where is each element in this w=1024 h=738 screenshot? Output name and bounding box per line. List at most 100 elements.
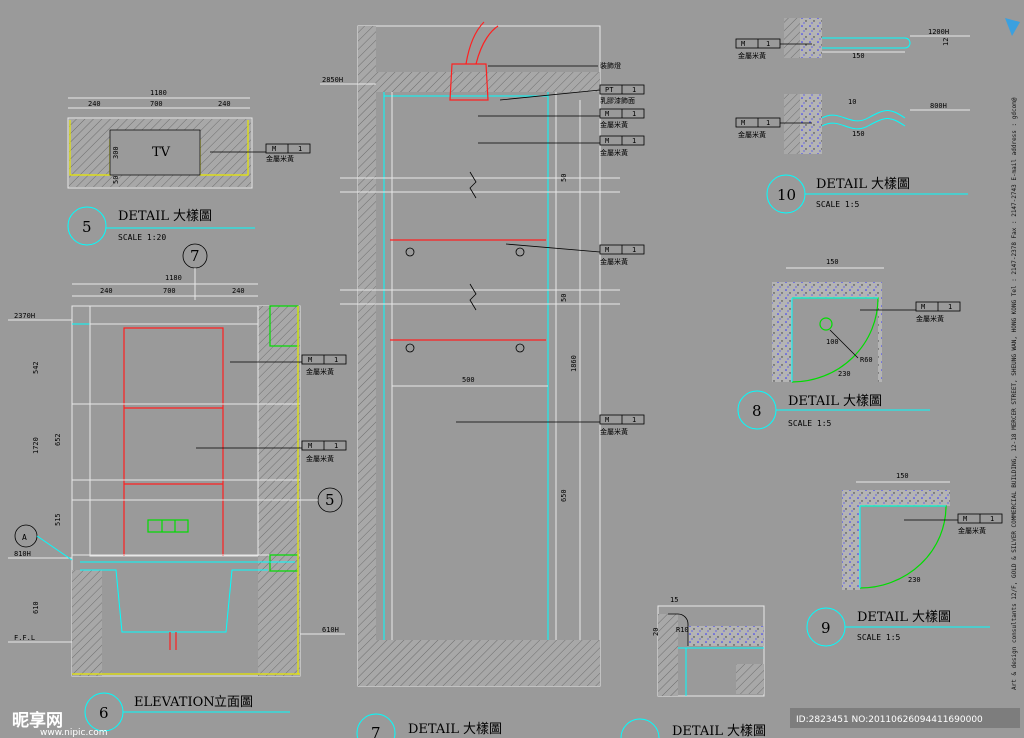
svg-text:15: 15 — [670, 596, 678, 604]
svg-text:150: 150 — [852, 130, 865, 138]
svg-text:610: 610 — [32, 601, 40, 614]
title-strip: Art & design consultants 12/F, GOLD & SI… — [1005, 18, 1020, 690]
svg-text:SCALE 1:5: SCALE 1:5 — [788, 419, 832, 428]
svg-text:50: 50 — [560, 294, 568, 302]
svg-text:652: 652 — [54, 433, 62, 446]
svg-text:7: 7 — [190, 247, 200, 265]
detail-7-section: 2850H 500 1860 650 50 50 裝飾燈 PT 1 乳膠漆飾面 … — [320, 21, 645, 738]
svg-text:10: 10 — [777, 186, 796, 204]
svg-text:DETAIL: DETAIL — [857, 610, 908, 625]
svg-text:9: 9 — [821, 619, 831, 637]
svg-text:230: 230 — [838, 370, 851, 378]
svg-text:240: 240 — [100, 287, 113, 295]
svg-text:PT: PT — [605, 86, 614, 94]
detail-r10: 15 R10 20 DETAIL 大樣圖 — [620, 596, 766, 738]
svg-text:1720: 1720 — [32, 437, 40, 454]
svg-text:M: M — [605, 246, 609, 254]
svg-text:立面圖: 立面圖 — [214, 695, 253, 710]
detail-10: 150 150 10 12 1200H 800H M 1 金屬米黃 M 1 金屬… — [735, 18, 970, 214]
svg-text:金屬米黃: 金屬米黃 — [958, 526, 986, 535]
svg-text:810H: 810H — [14, 550, 31, 558]
svg-text:20: 20 — [652, 628, 660, 636]
svg-text:乳膠漆飾面: 乳膠漆飾面 — [600, 96, 635, 105]
svg-text:M: M — [741, 40, 745, 48]
tv-label: TV — [152, 145, 171, 160]
svg-text:515: 515 — [54, 513, 62, 526]
svg-text:裝飾燈: 裝飾燈 — [600, 61, 621, 70]
svg-text:M: M — [308, 442, 312, 450]
svg-text:M: M — [921, 303, 925, 311]
svg-text:1: 1 — [632, 416, 636, 424]
svg-text:金屬米黃: 金屬米黃 — [738, 130, 766, 139]
svg-text:M: M — [272, 145, 276, 153]
svg-text:1: 1 — [632, 246, 636, 254]
svg-text:1: 1 — [334, 442, 338, 450]
svg-text:大樣圖: 大樣圖 — [843, 394, 882, 409]
svg-text:R10: R10 — [676, 626, 689, 634]
svg-text:A: A — [22, 533, 27, 542]
svg-text:542: 542 — [32, 361, 40, 374]
svg-text:300: 300 — [112, 146, 120, 159]
svg-text:50: 50 — [560, 174, 568, 182]
watermark-url: www.nipic.com — [40, 728, 108, 738]
watermark: 昵享网 www.nipic.com ID:2823451 NO:20110626… — [12, 708, 1020, 738]
svg-text:2370H: 2370H — [14, 312, 35, 320]
svg-text:1: 1 — [334, 356, 338, 364]
svg-text:金屬米黃: 金屬米黃 — [600, 120, 628, 129]
company-info: Art & design consultants 12/F, GOLD & SI… — [1011, 97, 1018, 690]
svg-text:SCALE 1:20: SCALE 1:20 — [118, 233, 166, 242]
svg-text:5: 5 — [325, 491, 335, 509]
svg-text:DETAIL: DETAIL — [816, 177, 867, 192]
elevation-6: 7 1180 240 700 240 2370H 810H F.F.L — [8, 243, 347, 732]
svg-text:金屬米黃: 金屬米黃 — [600, 257, 628, 266]
svg-text:1: 1 — [948, 303, 952, 311]
svg-text:大樣圖: 大樣圖 — [463, 722, 502, 737]
svg-text:100: 100 — [826, 338, 839, 346]
svg-text:DETAIL: DETAIL — [672, 724, 723, 738]
svg-text:M: M — [741, 119, 745, 127]
svg-text:金屬米黃: 金屬米黃 — [738, 51, 766, 60]
svg-text:500: 500 — [462, 376, 475, 384]
svg-text:5: 5 — [82, 218, 92, 236]
svg-text:M: M — [308, 356, 312, 364]
svg-text:240: 240 — [88, 100, 101, 108]
svg-text:金屬米黃: 金屬米黃 — [306, 454, 334, 463]
svg-text:240: 240 — [218, 100, 231, 108]
svg-text:DETAIL: DETAIL — [118, 209, 169, 224]
svg-text:SCALE 1:5: SCALE 1:5 — [816, 200, 860, 209]
svg-text:1200H: 1200H — [928, 28, 949, 36]
svg-text:1: 1 — [632, 86, 636, 94]
svg-text:7: 7 — [371, 724, 381, 738]
detail-9: 150 230 M 1 金屬米黃 9 DETAIL 大樣圖 SCALE 1:5 — [806, 472, 1003, 647]
svg-text:1: 1 — [766, 119, 770, 127]
watermark-brand: 昵享网 — [12, 710, 63, 731]
svg-text:700: 700 — [163, 287, 176, 295]
svg-text:大樣圖: 大樣圖 — [871, 177, 910, 192]
svg-text:1180: 1180 — [165, 274, 182, 282]
svg-text:金屬米黃: 金屬米黃 — [306, 367, 334, 376]
svg-text:150: 150 — [826, 258, 839, 266]
svg-text:SCALE 1:5: SCALE 1:5 — [857, 633, 901, 642]
svg-text:大樣圖: 大樣圖 — [173, 209, 212, 224]
svg-text:M: M — [963, 515, 967, 523]
svg-text:8: 8 — [752, 402, 762, 420]
svg-text:150: 150 — [896, 472, 909, 480]
svg-text:2850H: 2850H — [322, 76, 343, 84]
svg-text:M: M — [605, 416, 609, 424]
svg-text:M: M — [605, 137, 609, 145]
logo-icon — [1005, 18, 1020, 36]
svg-text:240: 240 — [232, 287, 245, 295]
svg-text:M: M — [605, 110, 609, 118]
svg-text:1: 1 — [766, 40, 770, 48]
svg-text:610H: 610H — [322, 626, 339, 634]
svg-text:1860: 1860 — [570, 355, 578, 372]
svg-text:12: 12 — [942, 38, 950, 46]
svg-text:1: 1 — [990, 515, 994, 523]
svg-text:金屬米黃: 金屬米黃 — [600, 148, 628, 157]
svg-text:金屬米黃: 金屬米黃 — [266, 154, 294, 163]
tag-group: M 1 金屬米黃 — [478, 108, 645, 129]
svg-text:大樣圖: 大樣圖 — [912, 610, 951, 625]
svg-text:650: 650 — [560, 489, 568, 502]
svg-text:10: 10 — [848, 98, 856, 106]
